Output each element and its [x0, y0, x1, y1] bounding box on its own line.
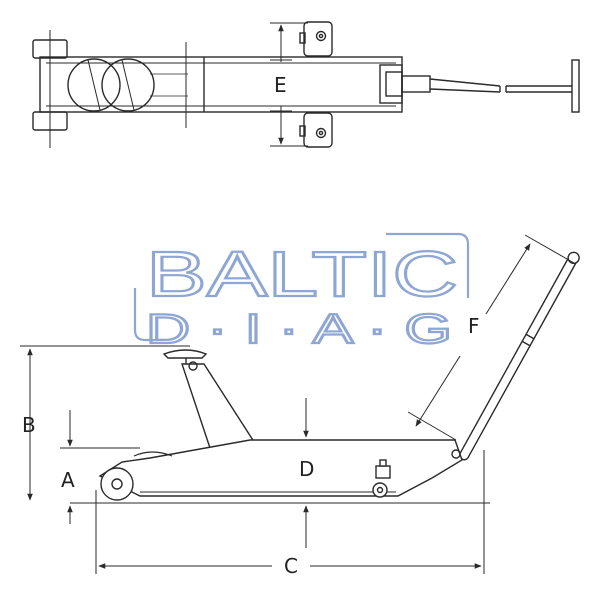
side-chassis: [98, 439, 463, 497]
dimension-label-d: D: [299, 457, 314, 481]
dimension-label-e: E: [274, 73, 287, 97]
top-saddle-circle-right: [101, 58, 155, 112]
dimension-label-f: F: [468, 314, 480, 338]
side-view: [98, 251, 580, 501]
watermark-text-baltic: BALTIC: [146, 238, 458, 310]
dimension-b: [20, 345, 190, 501]
dimension-f: [407, 234, 575, 441]
side-saddle: [162, 349, 208, 359]
top-rear-bracket-upper: [303, 21, 333, 57]
top-handle-grip: [571, 59, 580, 113]
dimension-a: [60, 410, 140, 524]
watermark-logo: BALTIC D · I · A · G: [133, 232, 470, 353]
dimension-c: [95, 450, 485, 574]
top-saddle-circle-left: [67, 58, 121, 112]
side-rear-wheel: [372, 482, 388, 498]
top-rear-bracket-lower: [303, 112, 333, 148]
top-view: [32, 21, 580, 148]
side-handle: [458, 251, 580, 461]
watermark-text-diag: D · I · A · G: [146, 305, 452, 352]
dimension-label-b: B: [22, 413, 36, 437]
side-front-wheel: [100, 467, 134, 501]
dimension-label-a: A: [61, 468, 75, 492]
dimension-e: [270, 22, 308, 147]
dimension-label-c: C: [284, 554, 298, 578]
side-lift-arm: [181, 363, 260, 449]
watermark-frame: [386, 232, 470, 298]
